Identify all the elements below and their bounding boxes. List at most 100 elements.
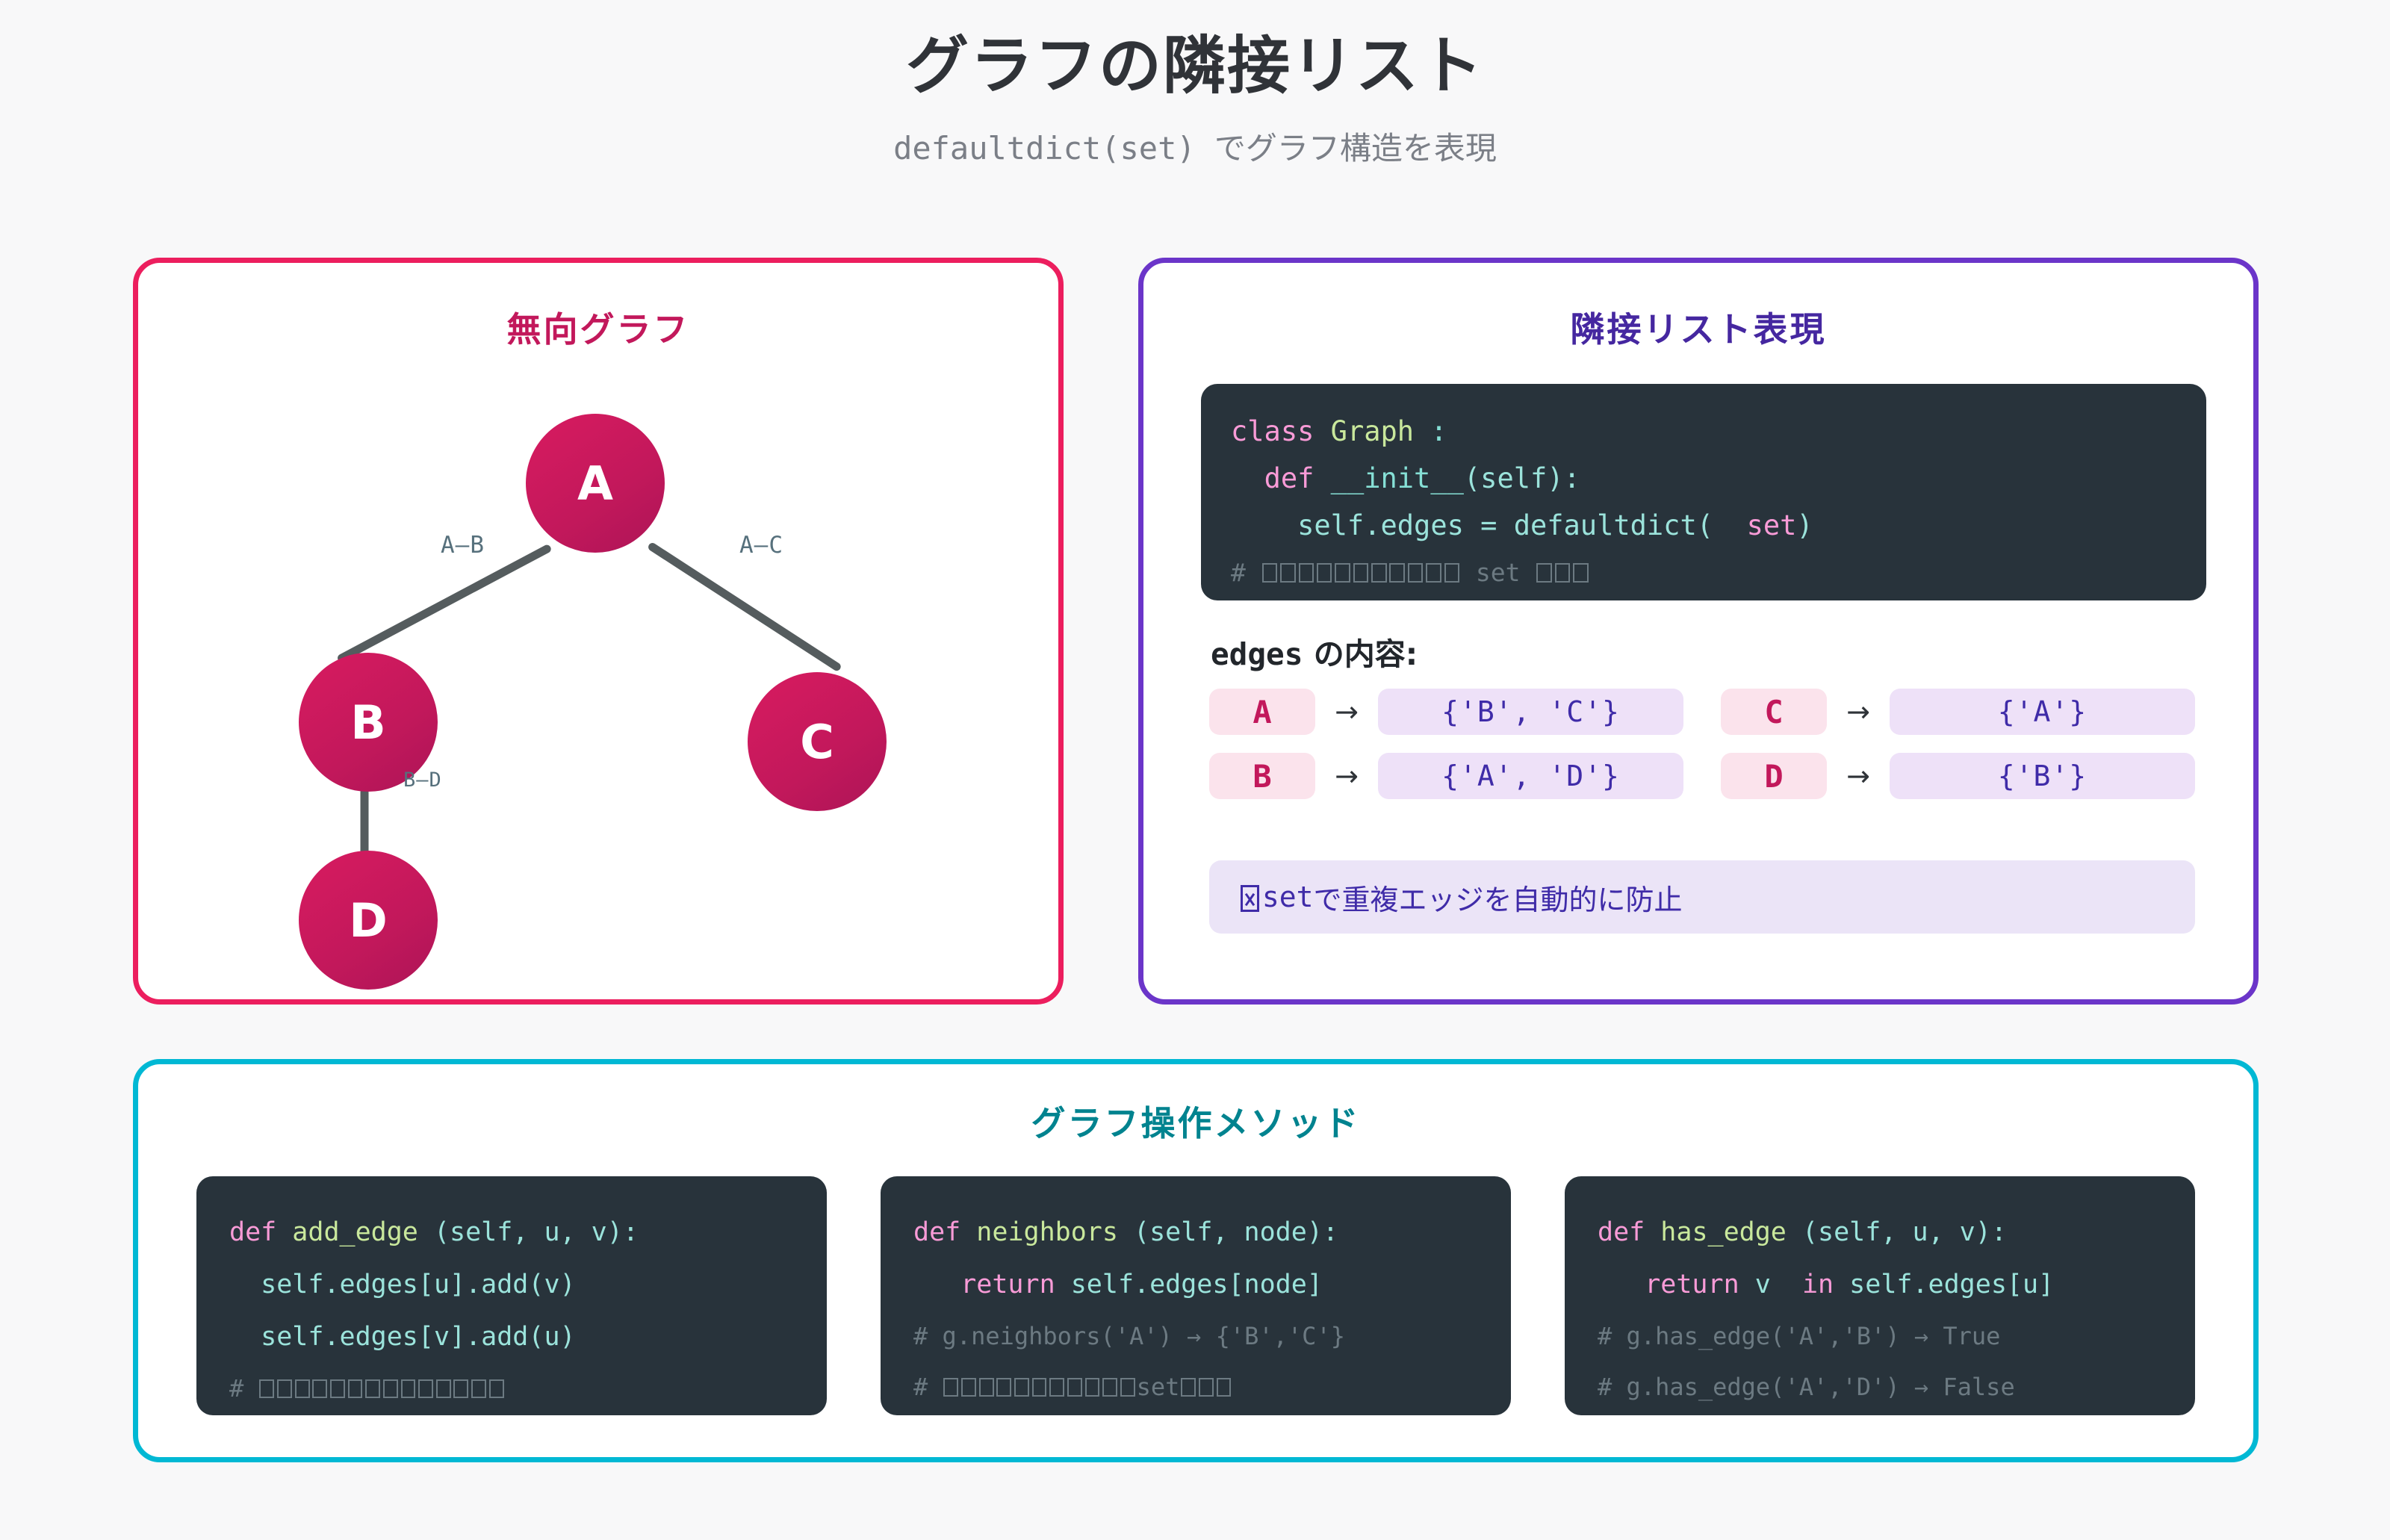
fn-name-neighbors: neighbors xyxy=(976,1217,1118,1247)
missing-glyph-box xyxy=(1407,563,1424,583)
method-block-has-edge: def has_edge (self, u, v): return v in s… xyxy=(1565,1176,2195,1415)
add-edge-signature: (self, u, v): xyxy=(433,1217,639,1247)
missing-glyph-box xyxy=(347,1379,363,1398)
page-subtitle: defaultdict(set) でグラフ構造を表現 xyxy=(893,129,1497,167)
missing-glyph-box xyxy=(471,1379,486,1398)
note-text: で重複エッジを自動的に防止 xyxy=(1313,883,1683,916)
missing-glyph-box xyxy=(1084,1377,1100,1397)
neighbors-signature-line: def neighbors (self, node): xyxy=(913,1206,1478,1258)
note-mono-set: set xyxy=(1261,881,1314,913)
has-edge-example-false: # g.has_edge('A','D') → False xyxy=(1598,1373,2015,1401)
add-edge-stmt-2: self.edges[v].add(u) xyxy=(261,1322,576,1352)
page-title: グラフの隣接リスト xyxy=(905,29,1484,102)
graph-edge-label-a-c: A–C xyxy=(739,532,783,559)
missing-glyph-box xyxy=(1335,563,1350,583)
comment-hash: # xyxy=(1231,558,1246,587)
has-edge-expr: self.edges[u] xyxy=(1834,1270,2055,1300)
missing-glyph-box xyxy=(996,1377,1012,1397)
neighbors-comment-line-2: # set xyxy=(913,1362,1478,1412)
adjacency-card-title: 隣接リスト表現 xyxy=(1570,309,1827,350)
missing-glyph-box xyxy=(435,1379,451,1398)
adjacency-row: C → {'A'} xyxy=(1721,689,2195,735)
missing-glyph-box xyxy=(1120,1377,1135,1397)
header: グラフの隣接リスト defaultdict(set) でグラフ構造を表現 xyxy=(0,0,2390,169)
method-block-neighbors: def neighbors (self, node): return self.… xyxy=(881,1176,1511,1415)
adjacency-value: {'B'} xyxy=(1890,753,2195,799)
add-edge-body-line-2: self.edges[v].add(u) xyxy=(229,1311,794,1363)
missing-glyph-box xyxy=(1389,563,1405,583)
missing-glyph-box xyxy=(978,1377,994,1397)
adjacency-row: B → {'A', 'D'} xyxy=(1209,753,1683,799)
comment-hash: # xyxy=(913,1373,928,1401)
methods-row: def add_edge (self, u, v): self.edges[u]… xyxy=(138,1176,2253,1415)
edges-heading-text: の内容: xyxy=(1303,636,1418,672)
neighbors-example-comment: # g.neighbors('A') → {'B','C'} xyxy=(913,1322,1345,1350)
builtin-set: set xyxy=(1746,509,1797,541)
neighbors-signature: (self, node): xyxy=(1134,1217,1338,1247)
methods-card-title: グラフ操作メソッド xyxy=(1031,1103,1361,1143)
add-edge-comment-line: # xyxy=(229,1363,794,1414)
has-edge-example-true: # g.has_edge('A','B') → True xyxy=(1598,1322,2001,1350)
graph-node-d[interactable]: D xyxy=(299,851,438,990)
missing-glyph-box xyxy=(1261,563,1278,583)
missing-glyph-box xyxy=(1067,1377,1082,1397)
missing-glyph-box xyxy=(453,1379,469,1398)
keyword-def: def xyxy=(913,1217,961,1247)
comment-word-set: set xyxy=(1136,1373,1180,1401)
missing-glyph-box xyxy=(277,1379,292,1398)
adjacency-row: D → {'B'} xyxy=(1721,753,2195,799)
edges-heading-mono: edges xyxy=(1211,636,1303,672)
keyword-return: return xyxy=(960,1270,1055,1300)
arrow-icon: → xyxy=(1335,760,1359,792)
keyword-def: def xyxy=(1598,1217,1645,1247)
missing-glyph-run-before xyxy=(1261,558,1461,587)
missing-glyph-box xyxy=(943,1377,959,1397)
missing-glyph-box xyxy=(365,1379,381,1398)
comment-hash: # xyxy=(229,1374,244,1403)
adjacency-value: {'A'} xyxy=(1890,689,2195,735)
add-edge-body-line-1: self.edges[u].add(v) xyxy=(229,1258,794,1311)
neighbors-comment-line-1: # g.neighbors('A') → {'B','C'} xyxy=(913,1311,1478,1362)
arrow-icon: → xyxy=(1846,760,1870,792)
has-edge-signature: (self, u, v): xyxy=(1801,1217,2007,1247)
adjacency-key: D xyxy=(1721,753,1827,799)
graph-node-b[interactable]: B xyxy=(299,653,438,792)
missing-glyph-box xyxy=(418,1379,434,1398)
missing-glyph-box xyxy=(1536,563,1552,583)
missing-glyph-run-before xyxy=(943,1373,1137,1401)
arrow-icon: → xyxy=(1846,695,1870,728)
missing-glyph-box xyxy=(330,1379,345,1398)
missing-glyph-box xyxy=(1216,1377,1232,1397)
classname-graph: Graph xyxy=(1330,415,1415,447)
missing-glyph-box xyxy=(961,1377,976,1397)
has-edge-comment-line-2: # g.has_edge('A','D') → False xyxy=(1598,1362,2162,1412)
undirected-graph-card: 無向グラフ A–B A–C B–D A B C D xyxy=(133,258,1064,1005)
missing-glyph-box xyxy=(400,1379,416,1398)
missing-glyph-box xyxy=(259,1379,275,1398)
missing-glyph-box xyxy=(294,1379,310,1398)
method-block-add-edge: def add_edge (self, u, v): self.edges[u]… xyxy=(196,1176,827,1415)
comment-word-set: set xyxy=(1475,558,1521,587)
code-line-comment: # set xyxy=(1231,549,2176,596)
graph-node-c[interactable]: C xyxy=(748,672,887,811)
adjacency-key: A xyxy=(1209,689,1315,735)
missing-glyph-box xyxy=(382,1379,398,1398)
code-line-edges-assign: self.edges = defaultdict( set) xyxy=(1231,502,2176,549)
keyword-def: def xyxy=(229,1217,277,1247)
missing-glyph-box xyxy=(1371,563,1387,583)
paren-close: ) xyxy=(1796,509,1813,541)
missing-glyph-run xyxy=(258,1374,506,1403)
missing-glyph-box xyxy=(1316,563,1332,583)
adjacency-value: {'A', 'D'} xyxy=(1378,753,1683,799)
missing-glyph-box xyxy=(1554,563,1571,583)
graph-node-a[interactable]: A xyxy=(526,414,665,553)
missing-glyph-box xyxy=(1014,1377,1029,1397)
missing-glyph-box xyxy=(1049,1377,1065,1397)
missing-glyph-box xyxy=(1031,1377,1047,1397)
graph-class-code-block: class Graph : def __init__(self): self.e… xyxy=(1201,384,2206,600)
missing-glyph-box xyxy=(1444,563,1460,583)
missing-glyph-box xyxy=(1181,1377,1196,1397)
missing-glyph-box xyxy=(1280,563,1296,583)
keyword-class: class xyxy=(1231,415,1314,447)
